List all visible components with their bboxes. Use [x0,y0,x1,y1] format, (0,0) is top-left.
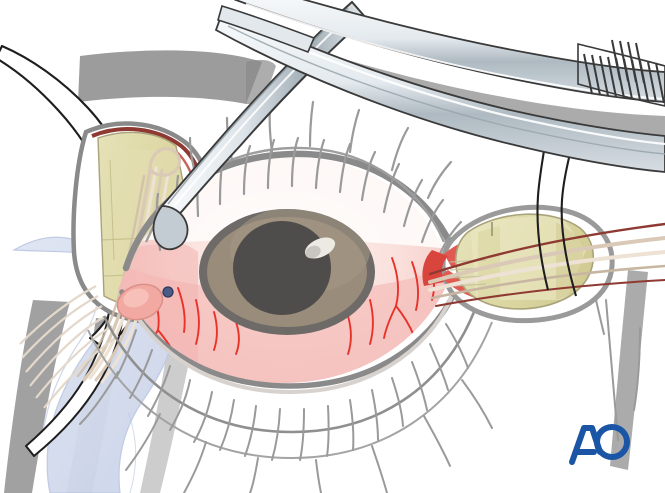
retractor-blade-upper-left [78,50,262,104]
lower-eyelid-margin [119,287,459,389]
retractor-blade-shadow [246,59,276,106]
suture-fan-lower-left [19,285,119,409]
lower-eyelid-crease [102,311,476,434]
pupil [233,221,331,315]
iris [199,209,375,335]
eyelashes-lower [79,281,641,493]
suture-knot-medial [162,286,174,298]
suture-lateral-bundle [428,222,665,307]
caruncle [116,283,164,321]
lower-eyelid-inner-line [124,295,454,395]
corneal-light-reflex-inner [305,245,321,259]
forceps-upper-right [214,0,665,173]
lower-eyelid [79,281,641,493]
ao-logo [569,424,630,465]
lower-eyelid-crease-2 [87,321,493,460]
